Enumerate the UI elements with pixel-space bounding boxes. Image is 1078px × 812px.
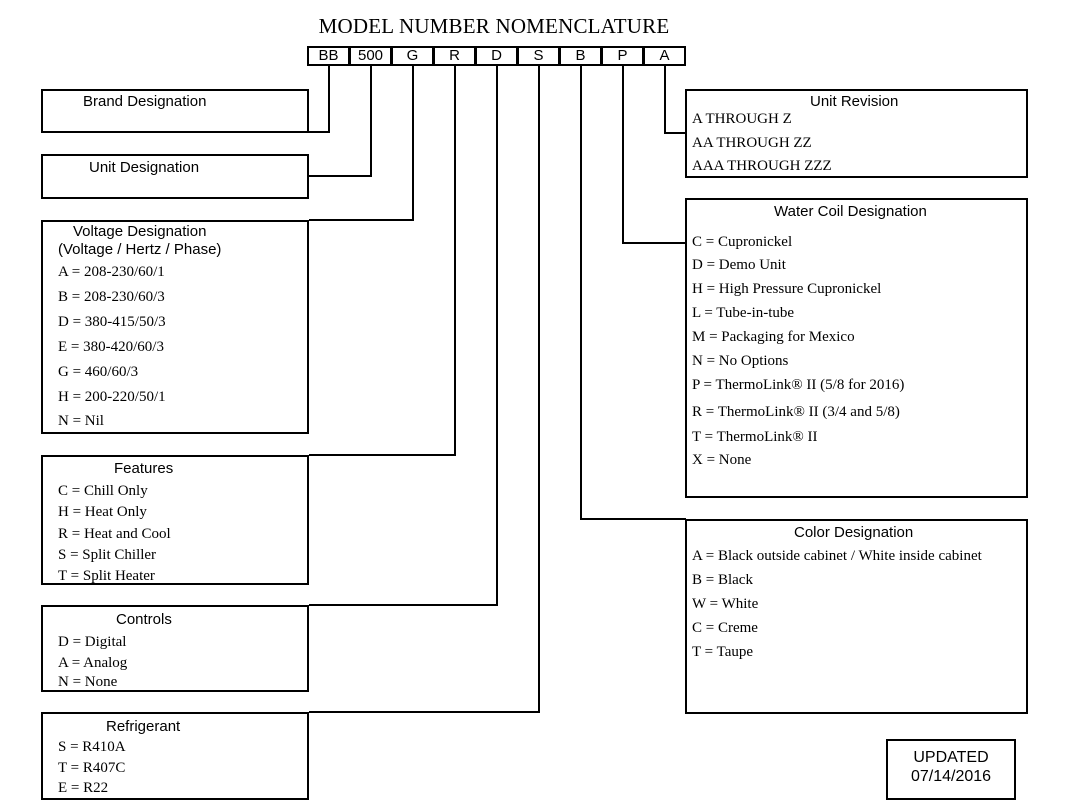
brand-designation-header: Brand Designation <box>83 93 207 110</box>
water-coil-item: C = Cupronickel <box>692 234 793 250</box>
color-item: T = Taupe <box>692 644 754 660</box>
code-brand: BB <box>307 46 350 66</box>
color-item: A = Black outside cabinet / White inside… <box>692 548 982 564</box>
features-item: H = Heat Only <box>58 504 147 520</box>
water-coil-item: D = Demo Unit <box>692 257 786 273</box>
connector-voltage <box>309 66 414 221</box>
controls-box: Controls D = Digital A = Analog N = None <box>41 605 309 692</box>
features-item: R = Heat and Cool <box>58 526 171 542</box>
refrigerant-header: Refrigerant <box>106 718 181 735</box>
voltage-item: E = 380-420/60/3 <box>58 339 164 355</box>
refrigerant-item: E = R22 <box>58 780 109 796</box>
unit-designation-header: Unit Designation <box>89 159 200 176</box>
page-title: MODEL NUMBER NOMENCLATURE <box>318 14 670 38</box>
features-box: Features C = Chill Only H = Heat Only R … <box>41 455 309 585</box>
updated-box: UPDATED 07/14/2016 <box>886 739 1016 800</box>
voltage-designation-header: Voltage Designation <box>73 223 207 240</box>
water-coil-item: M = Packaging for Mexico <box>692 329 855 345</box>
code-voltage: G <box>391 46 434 66</box>
code-revision: A <box>643 46 686 66</box>
water-coil-item: L = Tube-in-tube <box>692 305 795 321</box>
voltage-item: D = 380-415/50/3 <box>58 314 166 330</box>
connector-features <box>309 66 456 456</box>
unit-revision-box: Unit Revision A THROUGH Z AA THROUGH ZZ … <box>685 89 1028 178</box>
voltage-item: A = 208-230/60/1 <box>58 264 165 280</box>
code-refrigerant: S <box>517 46 560 66</box>
water-coil-item: P = ThermoLink® II (5/8 for 2016) <box>692 377 905 393</box>
code-water-coil: P <box>601 46 644 66</box>
voltage-item: H = 200-220/50/1 <box>58 389 166 405</box>
refrigerant-item: S = R410A <box>58 739 126 755</box>
code-features: R <box>433 46 476 66</box>
controls-item: D = Digital <box>58 634 127 650</box>
features-item: C = Chill Only <box>58 483 148 499</box>
water-coil-item: X = None <box>692 452 752 468</box>
color-designation-box: Color Designation A = Black outside cabi… <box>685 519 1028 714</box>
code-color: B <box>559 46 602 66</box>
revision-item: AAA THROUGH ZZZ <box>692 158 832 174</box>
connector-revision <box>664 66 686 134</box>
voltage-item: G = 460/60/3 <box>58 364 139 380</box>
controls-item: N = None <box>58 674 118 690</box>
features-header: Features <box>114 460 174 477</box>
connector-unit <box>309 66 372 177</box>
water-coil-designation-header: Water Coil Designation <box>774 203 927 220</box>
controls-item: A = Analog <box>58 655 128 671</box>
features-item: T = Split Heater <box>58 568 155 584</box>
code-controls: D <box>475 46 518 66</box>
voltage-item: N = Nil <box>58 413 104 429</box>
updated-label: UPDATED <box>913 749 989 766</box>
water-coil-designation-box: Water Coil Designation C = Cupronickel D… <box>685 198 1028 498</box>
color-item: W = White <box>692 596 759 612</box>
connector-controls <box>309 66 498 606</box>
revision-item: A THROUGH Z <box>692 111 792 127</box>
voltage-item: B = 208-230/60/3 <box>58 289 165 305</box>
color-item: B = Black <box>692 572 753 588</box>
water-coil-item: N = No Options <box>692 353 789 369</box>
refrigerant-item: T = R407C <box>58 760 126 776</box>
refrigerant-box: Refrigerant S = R410A T = R407C E = R22 <box>41 712 309 800</box>
controls-header: Controls <box>116 611 172 628</box>
water-coil-item: T = ThermoLink® II <box>692 429 818 445</box>
connector-refrigerant <box>309 66 540 713</box>
water-coil-item: R = ThermoLink® II (3/4 and 5/8) <box>692 404 900 420</box>
connector-water-coil <box>622 66 686 244</box>
features-item: S = Split Chiller <box>58 547 157 563</box>
updated-date: 07/14/2016 <box>910 768 992 785</box>
voltage-designation-subheader: (Voltage / Hertz / Phase) <box>58 241 222 258</box>
unit-designation-box: Unit Designation <box>41 154 309 199</box>
connector-color <box>580 66 686 520</box>
voltage-designation-box: Voltage Designation (Voltage / Hertz / P… <box>41 220 309 434</box>
revision-item: AA THROUGH ZZ <box>692 135 812 151</box>
unit-revision-header: Unit Revision <box>810 93 899 110</box>
color-item: C = Creme <box>692 620 758 636</box>
brand-designation-box: Brand Designation <box>41 89 309 133</box>
connector-brand <box>309 66 330 133</box>
color-designation-header: Color Designation <box>794 524 914 541</box>
code-unit: 500 <box>349 46 392 66</box>
water-coil-item: H = High Pressure Cupronickel <box>692 281 882 297</box>
